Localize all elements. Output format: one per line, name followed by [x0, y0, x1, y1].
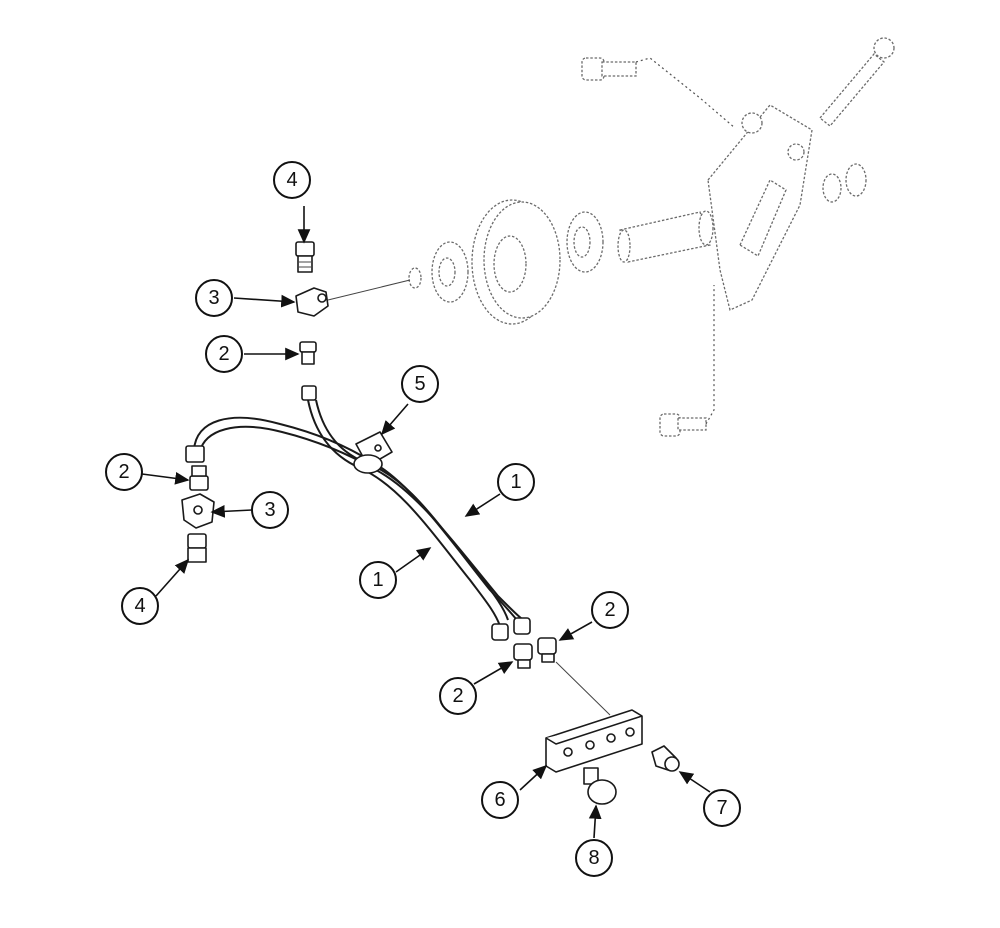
callout-2-bottom: 2 [439, 677, 477, 715]
callout-number: 4 [134, 595, 145, 617]
swivel-elbow-upper [295, 287, 329, 317]
callout-number: 2 [118, 461, 129, 483]
callout-7: 7 [703, 789, 741, 827]
callout-number: 2 [452, 685, 463, 707]
callout-number: 8 [588, 847, 599, 869]
adapter-lower-left [513, 643, 533, 669]
pulley-bracket-assembly [327, 37, 895, 437]
grease-hoses [185, 385, 531, 641]
callout-number: 5 [414, 373, 425, 395]
callout-2-right: 2 [591, 591, 629, 629]
mounting-bracket [707, 104, 813, 311]
callout-1-left: 1 [359, 561, 397, 599]
manifold-block [545, 709, 643, 773]
callout-number: 3 [264, 499, 275, 521]
hose-connector-top [301, 385, 317, 401]
leader-lines [141, 206, 711, 839]
callout-2-top: 2 [205, 335, 243, 373]
callout-1-right: 1 [497, 463, 535, 501]
fitting-stack-left [181, 465, 215, 563]
tension-rod [819, 37, 895, 127]
callout-number: 3 [208, 287, 219, 309]
grease-fitting-left [187, 533, 207, 563]
callout-number: 1 [510, 471, 521, 493]
callout-number: 7 [716, 797, 727, 819]
grease-line-link [327, 279, 411, 301]
hose-end-left [185, 445, 205, 463]
angled-grease-fitting [651, 745, 680, 772]
pulley-wheel [471, 199, 561, 325]
callout-6: 6 [481, 781, 519, 819]
bracket-bolt-top [581, 57, 736, 129]
callout-number: 4 [286, 169, 297, 191]
manifold-plug [583, 767, 617, 805]
callout-number: 2 [604, 599, 615, 621]
callout-5: 5 [401, 365, 439, 403]
hose-ends-bottom [491, 617, 531, 641]
callout-4-left: 4 [121, 587, 159, 625]
callout-4-top: 4 [273, 161, 311, 199]
callout-number: 1 [372, 569, 383, 591]
callout-number: 2 [218, 343, 229, 365]
manifold-link-line [555, 661, 611, 716]
adapter-upper [299, 341, 317, 365]
callout-3-left: 3 [251, 491, 289, 529]
bracket-bolt-bottom [659, 285, 715, 437]
pulley-bearing-left [408, 241, 469, 303]
bracket-nuts [822, 163, 867, 203]
fitting-stack-upper [295, 241, 329, 365]
adapter-left [189, 465, 209, 491]
callout-3-top: 3 [195, 279, 233, 317]
hose-clamp [353, 431, 393, 474]
grease-fitting-upper [295, 241, 315, 273]
adapters-lower [513, 637, 611, 716]
callout-8: 8 [575, 839, 613, 877]
swivel-elbow-left [181, 493, 215, 529]
pulley-bearing-right [566, 211, 604, 273]
callout-2-left: 2 [105, 453, 143, 491]
pulley-shaft [617, 210, 714, 263]
adapter-lower-right [537, 637, 557, 663]
callout-number: 6 [494, 789, 505, 811]
